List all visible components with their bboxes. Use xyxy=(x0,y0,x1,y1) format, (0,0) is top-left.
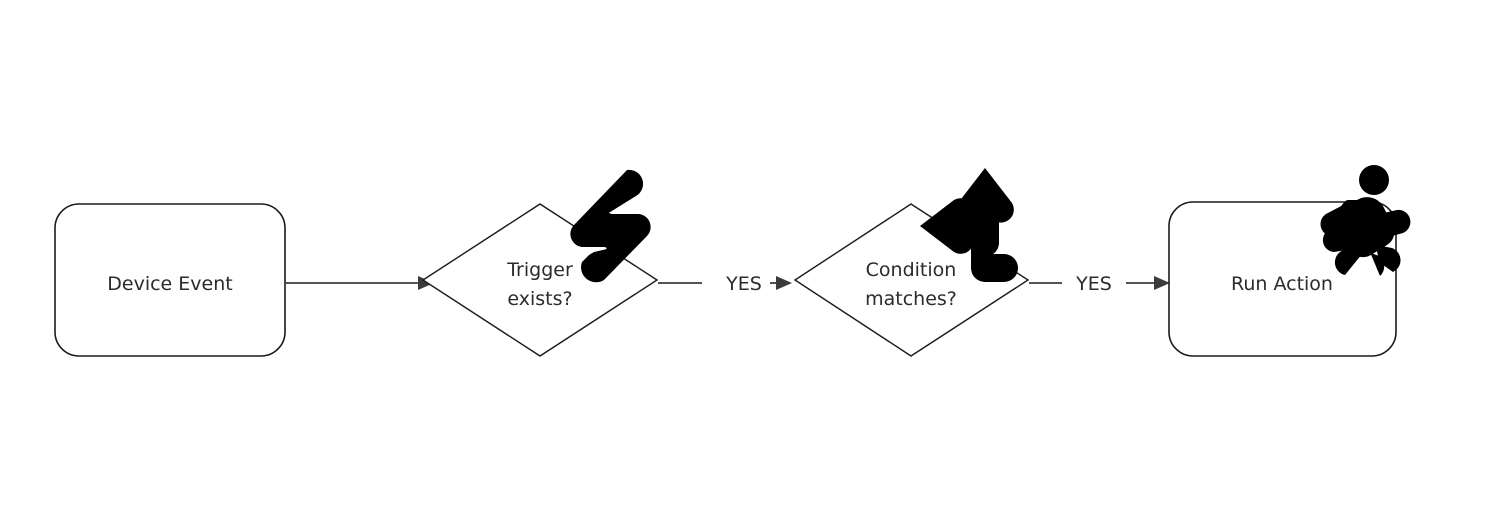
trigger-exists-label-line2: exists? xyxy=(507,288,572,310)
edge-condition-to-run-action: YES xyxy=(1029,273,1170,295)
edge-trigger-to-condition: YES xyxy=(658,273,792,295)
branch-arrow-icon xyxy=(920,168,1018,282)
running-person-icon xyxy=(1320,165,1411,276)
node-condition-matches[interactable]: Condition matches? xyxy=(793,203,1030,357)
lightning-bolt-icon xyxy=(570,169,651,283)
edge-2-arrowhead xyxy=(776,276,792,290)
condition-matches-label-line2: matches? xyxy=(865,288,957,310)
edge-label-yes-1: YES xyxy=(725,273,762,295)
edge-3-arrowhead xyxy=(1154,276,1170,290)
device-event-label: Device Event xyxy=(107,273,232,295)
trigger-exists-label-line1: Trigger xyxy=(506,259,573,281)
node-device-event[interactable]: Device Event xyxy=(54,203,286,357)
run-action-label: Run Action xyxy=(1231,273,1333,295)
condition-matches-label-line1: Condition xyxy=(866,259,957,281)
edge-1-arrowhead xyxy=(418,276,434,290)
edge-label-yes-2: YES xyxy=(1075,273,1112,295)
device-event-shape[interactable] xyxy=(54,203,286,357)
edge-device-event-to-trigger xyxy=(286,276,434,290)
